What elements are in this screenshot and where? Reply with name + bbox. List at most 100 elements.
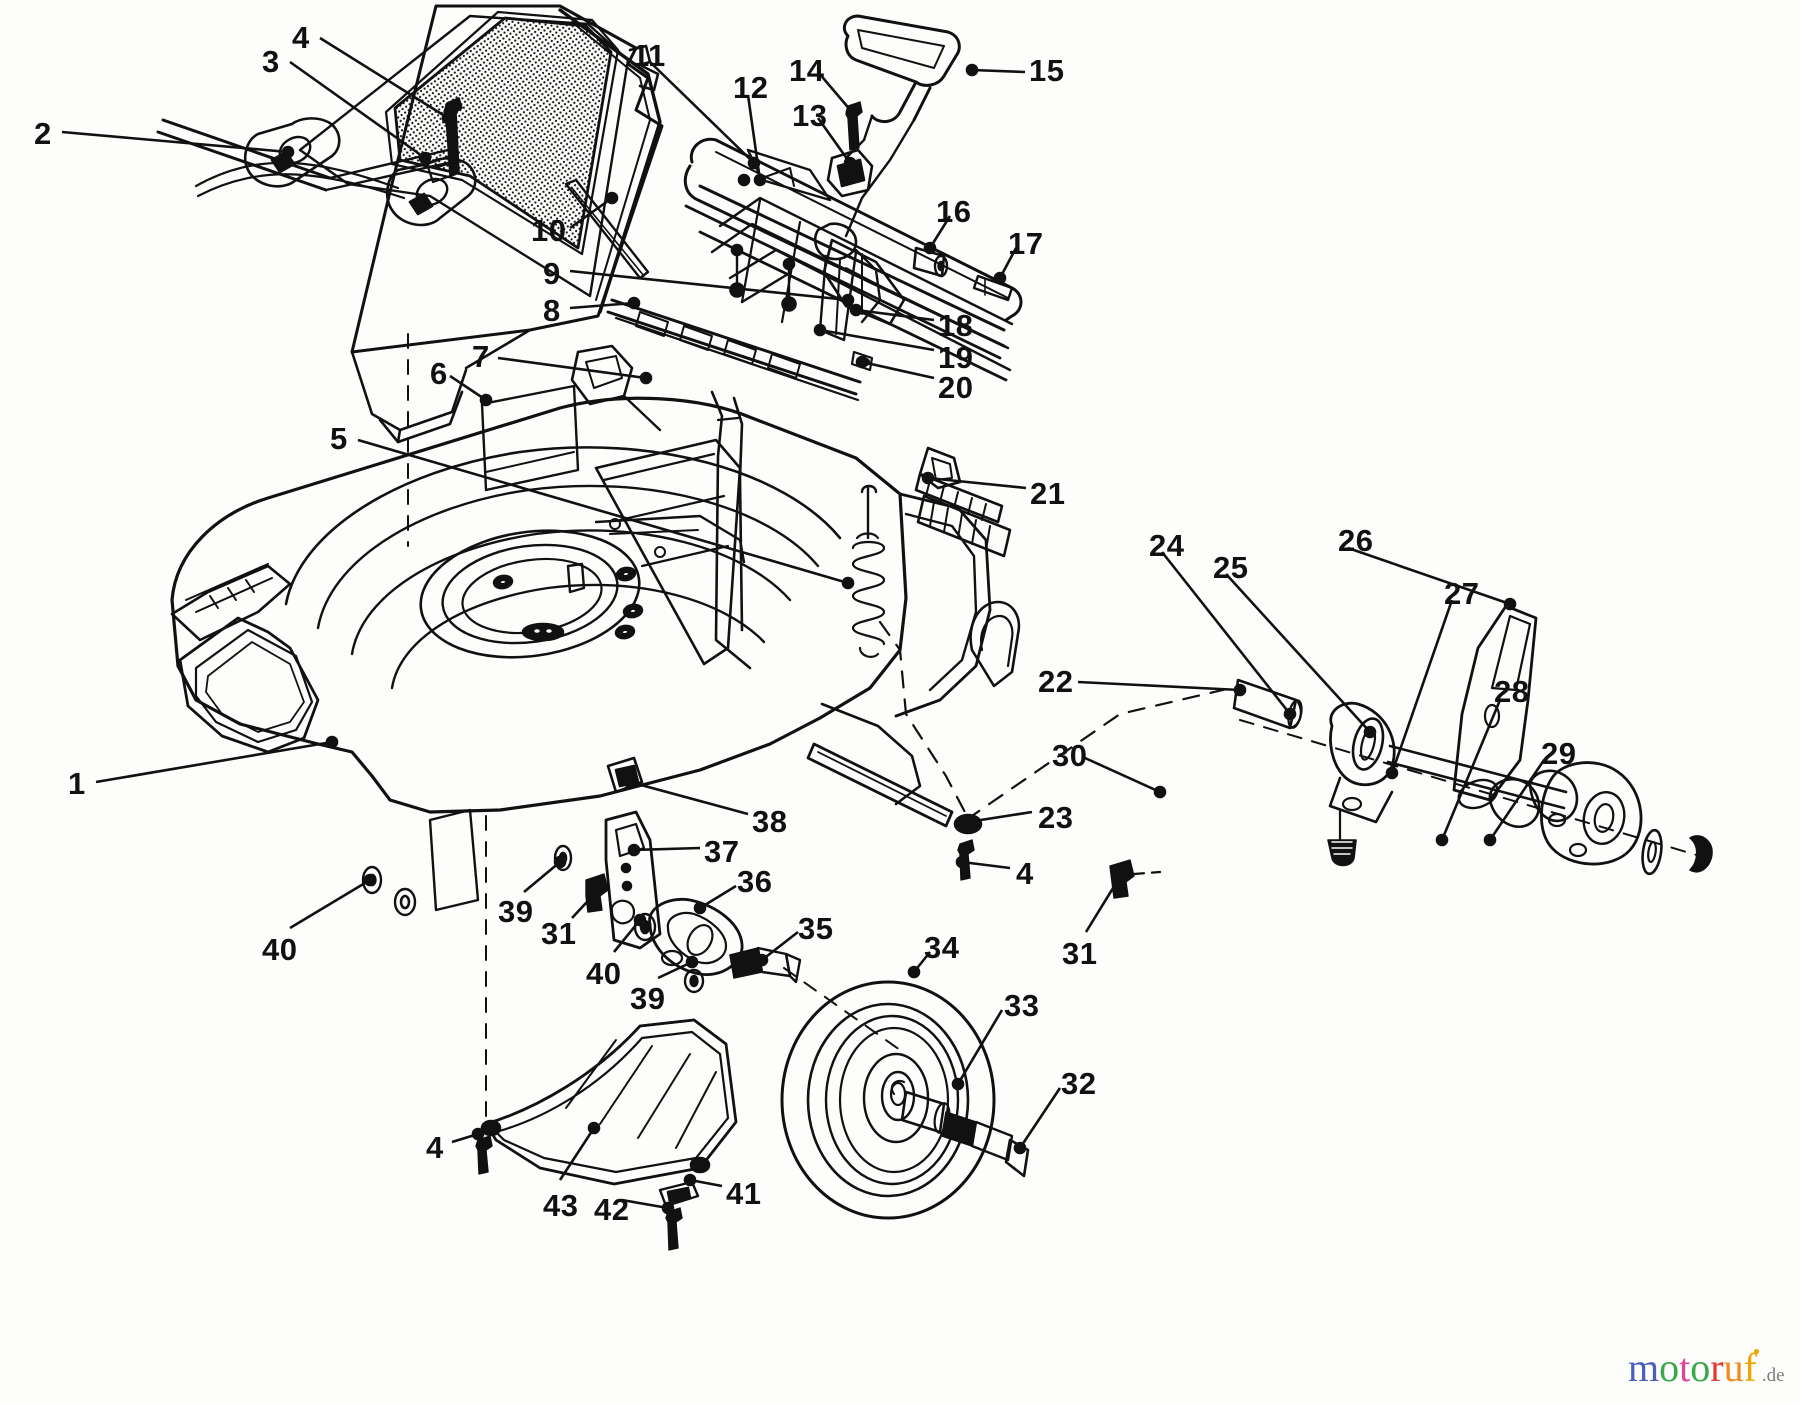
leader-dot-38: [623, 775, 637, 789]
leader-1: [95, 740, 333, 784]
leader-dot-15: [965, 63, 979, 77]
motoruf-watermark: motoruf.de: [1628, 1348, 1785, 1388]
leader-42: [621, 1198, 669, 1210]
callout-20: 20: [938, 370, 974, 405]
leader-dot-6: [479, 393, 493, 407]
leader-dot-25: [1363, 725, 1377, 739]
callout-35: 35: [798, 911, 834, 946]
watermark-letter-o-3: o: [1690, 1345, 1711, 1390]
callout-13: 13: [792, 98, 828, 133]
callout-18: 18: [938, 308, 974, 343]
callout-43: 43: [543, 1188, 579, 1223]
watermark-letter-m-0: m: [1628, 1345, 1660, 1390]
callout-30: 30: [1052, 738, 1088, 773]
leader-dot-37: [627, 843, 641, 857]
callout-31b: 31: [1062, 936, 1098, 971]
leader-dot-14: [845, 105, 859, 119]
callout-28: 28: [1494, 674, 1530, 709]
wheel-assembly: [780, 980, 1030, 1220]
leader-dot-4c: [471, 1127, 485, 1141]
callout-3: 3: [262, 44, 280, 79]
height-adjust-rod: [806, 620, 1242, 881]
leader-dot-24: [1283, 707, 1297, 721]
callout-42: 42: [594, 1192, 630, 1227]
watermark-letter-t-2: t: [1679, 1345, 1691, 1390]
leader-24: [1160, 551, 1292, 715]
leader-dot-19: [813, 323, 827, 337]
leader-23: [967, 810, 1033, 824]
leader-dot-39a: [553, 855, 567, 869]
callout-7: 7: [472, 339, 490, 374]
callout-6: 6: [430, 356, 448, 391]
callout-39a: 39: [498, 894, 534, 929]
handle-assembly: [564, 14, 1023, 402]
leader-dot-9: [841, 293, 855, 307]
leader-19: [819, 328, 935, 352]
callout-4c: 4: [426, 1130, 444, 1165]
leader-dot-43: [587, 1121, 601, 1135]
leader-14: [817, 71, 853, 113]
watermark-letter-f-6: f: [1743, 1345, 1757, 1390]
leader-10: [569, 196, 613, 230]
callout-19: 19: [938, 340, 974, 375]
callout-leader-lines: [61, 36, 1546, 1215]
leader-dot-28: [1435, 833, 1449, 847]
callout-2: 2: [34, 116, 52, 151]
leader-32: [1018, 1087, 1062, 1149]
callout-22: 22: [1038, 664, 1074, 699]
leader-28: [1440, 699, 1502, 841]
leader-dot-2: [281, 145, 295, 159]
leader-21: [927, 476, 1027, 490]
leader-dot-10: [605, 191, 619, 205]
leader-dot-42: [661, 1201, 675, 1215]
callout-31a: 31: [541, 916, 577, 951]
leader-27: [1390, 599, 1454, 774]
leader-29: [1488, 759, 1546, 841]
leader-dot-7: [639, 371, 653, 385]
leader-dot-29: [1483, 833, 1497, 847]
callout-23: 23: [1038, 800, 1074, 835]
callout-9: 9: [543, 256, 561, 291]
leader-dot-33: [951, 1077, 965, 1091]
callout-33: 33: [1004, 988, 1040, 1023]
leader-dot-40b: [633, 913, 647, 927]
leader-37: [633, 846, 701, 852]
callout-36: 36: [737, 864, 773, 899]
leader-33: [956, 1009, 1004, 1085]
leader-dot-31b: [1111, 873, 1125, 887]
leader-dot-41: [683, 1173, 697, 1187]
callout-12: 12: [733, 70, 769, 105]
leader-dot-39b: [685, 955, 699, 969]
callout-29: 29: [1541, 736, 1577, 771]
leader-dot-35: [755, 953, 769, 967]
leader-22: [1077, 680, 1241, 692]
leader-dot-22: [1233, 683, 1247, 697]
callout-4a: 4: [292, 20, 310, 55]
callout-34: 34: [924, 930, 960, 965]
leader-dot-5: [841, 576, 855, 590]
leader-dot-1: [325, 735, 339, 749]
leader-36: [699, 884, 737, 910]
leader-dot-13: [843, 156, 857, 170]
leader-dot-23: [961, 815, 975, 829]
leader-dot-34: [907, 965, 921, 979]
callout-17: 17: [1008, 226, 1044, 261]
leader-dot-31a: [593, 881, 607, 895]
leader-39a: [523, 861, 561, 893]
callout-5: 5: [330, 421, 348, 456]
watermark-letter-r-4: r: [1710, 1345, 1724, 1390]
leader-dot-4b: [955, 855, 969, 869]
leader-dot-27: [1385, 766, 1399, 780]
leader-dot-17: [993, 271, 1007, 285]
callout-21: 21: [1030, 476, 1066, 511]
watermark-tld: .de: [1761, 1365, 1785, 1386]
callout-40b: 40: [586, 956, 622, 991]
leader-8: [569, 301, 635, 310]
leader-dot-18: [849, 303, 863, 317]
callout-40a: 40: [262, 932, 298, 967]
callout-16: 16: [936, 194, 972, 229]
leader-26: [1347, 546, 1511, 606]
callout-41: 41: [726, 1176, 762, 1211]
leader-35: [761, 930, 799, 962]
